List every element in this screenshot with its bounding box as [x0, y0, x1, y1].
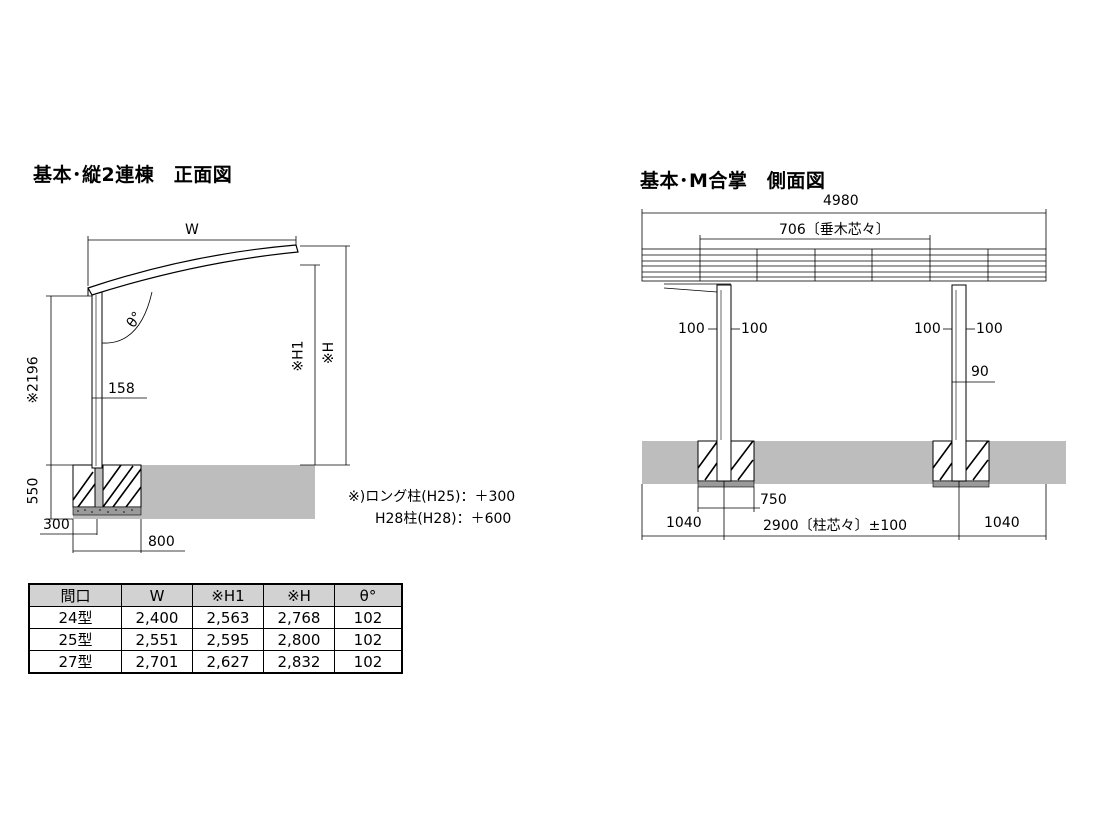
side-dim-left-1040: 1040: [666, 515, 702, 531]
table-row: 25型 2,551 2,595 2,800 102: [28, 628, 403, 651]
front-gravel: [72, 506, 142, 516]
table-row: 24型 2,400 2,563 2,768 102: [28, 606, 403, 629]
spec-cell: 2,627: [192, 650, 264, 674]
spec-cell: 2,832: [263, 650, 335, 674]
front-view-title: 基本･縦2連棟 正面図: [33, 164, 233, 186]
spec-cell: 102: [334, 628, 403, 651]
front-foundation-right: [102, 464, 142, 508]
front-dim-2196: ※2196: [25, 356, 42, 404]
spec-table-header-row: 間口 W ※H1 ※H θ°: [28, 583, 403, 607]
side-dim-right-b: 100: [976, 321, 1003, 337]
side-dim-left-a: 100: [678, 321, 705, 337]
spec-cell: 2,768: [263, 606, 335, 629]
front-dim-550: 550: [25, 477, 42, 505]
front-post: [91, 289, 103, 469]
side-dim-left-b: 100: [741, 321, 768, 337]
front-roof: [87, 244, 299, 296]
spec-cell: 102: [334, 606, 403, 629]
side-dim-90: 90: [971, 364, 989, 380]
front-dim-w: W: [185, 222, 199, 238]
side-dim-center: 2900〔柱芯々〕±100: [763, 518, 908, 534]
front-dim-158: 158: [108, 381, 135, 397]
side-dim-750: 750: [760, 492, 787, 508]
side-post-left: [716, 284, 732, 482]
spec-cell: 27型: [28, 650, 122, 674]
side-dim-rafter: 706〔垂木芯々〕: [779, 222, 890, 238]
front-angle-arc: [101, 291, 153, 344]
front-foundation-left: [72, 464, 96, 508]
spec-header-h: ※H: [263, 583, 335, 607]
spec-cell: 102: [334, 650, 403, 674]
spec-cell: 24型: [28, 606, 122, 629]
side-gravel-left: [697, 480, 755, 488]
side-view-diagram: [641, 209, 1066, 540]
side-gravel-right: [932, 480, 990, 488]
front-note-h28-post: H28柱(H28)：＋600: [375, 511, 512, 527]
front-dim-h: ※H: [321, 341, 338, 365]
side-view-title: 基本･M合掌 側面図: [640, 170, 826, 192]
front-dim-800: 800: [148, 534, 175, 550]
front-dim-h1: ※H1: [290, 340, 307, 372]
spec-cell: 2,595: [192, 628, 264, 651]
spec-cell: 25型: [28, 628, 122, 651]
spec-header-size: 間口: [28, 583, 122, 607]
spec-cell: 2,400: [121, 606, 193, 629]
front-note-long-post: ※)ロング柱(H25)：＋300: [348, 489, 516, 505]
front-dim-300: 300: [43, 517, 70, 533]
spec-cell: 2,701: [121, 650, 193, 674]
side-dim-right-a: 100: [914, 321, 941, 337]
front-view-diagram: [40, 236, 350, 553]
side-dim-total: 4980: [823, 193, 859, 209]
spec-header-w: W: [121, 583, 193, 607]
side-post-right: [951, 284, 967, 482]
spec-cell: 2,563: [192, 606, 264, 629]
spec-cell: 2,800: [263, 628, 335, 651]
side-dim-right-1040: 1040: [984, 515, 1020, 531]
table-row: 27型 2,701 2,627 2,832 102: [28, 650, 403, 674]
spec-cell: 2,551: [121, 628, 193, 651]
spec-header-theta: θ°: [334, 583, 403, 607]
spec-header-h1: ※H1: [192, 583, 264, 607]
spec-table: 間口 W ※H1 ※H θ° 24型 2,400 2,563 2,768 102…: [28, 583, 403, 674]
